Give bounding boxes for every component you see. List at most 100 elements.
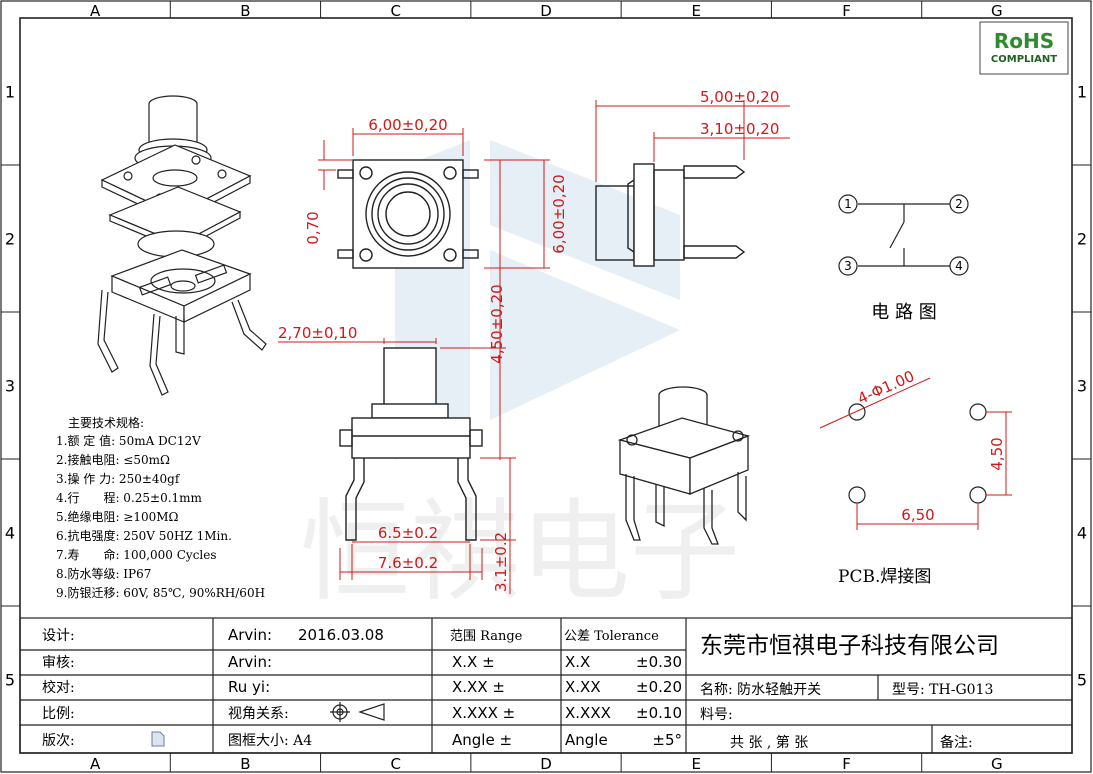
dim-side-body: 3,10±0,20 [700, 120, 779, 138]
title-block-label: 设计: [42, 628, 75, 644]
grid-col-label-bottom: C [390, 755, 400, 773]
material-number: 料号: [700, 707, 733, 723]
design-by: Arvin: [228, 626, 272, 644]
dim-plunger: 2,70±0,10 [278, 324, 357, 342]
range-cell: Angle ± [452, 731, 512, 749]
grid-col-label-top: E [692, 2, 701, 20]
grid-col-label-top: C [390, 2, 400, 20]
dim-top-height: 6,00±0,20 [550, 174, 568, 253]
side-view [595, 163, 746, 267]
grid-col-label-top: B [240, 2, 250, 20]
tolerance-name: X.X [565, 653, 590, 671]
tolerance-value: ±0.20 [636, 678, 682, 696]
pin-1-label: 1 [844, 197, 852, 211]
dim-height: 4,50±0,20 [488, 284, 506, 363]
spec-title: 主要技术规格: [68, 415, 144, 430]
pin-3-label: 3 [844, 259, 852, 273]
title-block-label: 审核: [42, 655, 75, 671]
spec-item: 7.寿 命: 100,000 Cycles [56, 547, 217, 562]
circuit-diagram [838, 194, 969, 276]
title-block [19, 617, 1073, 754]
check-by: Ru yi: [228, 678, 270, 696]
grid-row-label-left: 2 [5, 230, 15, 249]
front-view [339, 347, 483, 541]
dimension-lines [278, 100, 1012, 594]
spec-item: 1.额 定 值: 50mA DC12V [56, 433, 201, 448]
tolerance-name: Angle [565, 731, 608, 749]
rohs-compliant-text: COMPLIANT [991, 54, 1057, 65]
top-view [337, 159, 479, 269]
grid-row-label-right: 5 [1077, 671, 1087, 690]
dim-front-leg: 3.1±0.2 [492, 532, 510, 592]
grid-row-label-right: 3 [1077, 377, 1087, 396]
spec-item: 9.防银迁移: 60V, 85℃, 90%RH/60H [56, 585, 265, 600]
watermark-text: 恒祺电子 [300, 488, 740, 616]
dim-pcb-hole: 4-Φ1.00 [855, 367, 917, 408]
title-block-content: Arvin: 2016.03.08 Arvin: Ru yi: 视角关系: 图框… [228, 626, 999, 751]
range-column: X.X ± X.XX ± X.XXX ± Angle ± [452, 653, 515, 749]
view-label: 视角关系: [228, 706, 289, 722]
rohs-text: RoHS [994, 29, 1054, 53]
range-cell: X.X ± [452, 653, 495, 671]
title-block-labels: 设计: 审核: 校对: 比例: 版次: [42, 628, 75, 749]
grid-row-label-right: 2 [1077, 230, 1087, 249]
tolerance-value: ±5° [652, 731, 682, 749]
range-header: 范围 Range [450, 629, 523, 644]
title-block-label: 校对: [42, 679, 75, 696]
grid-col-label-top: D [540, 2, 552, 20]
spec-list: 主要技术规格: 1.额 定 值: 50mA DC12V 2.接触电阻: ≤50mΩ… [56, 415, 265, 600]
spec-item: 8.防水等级: IP67 [56, 566, 151, 581]
product-model: 型号: TH-G013 [892, 682, 993, 698]
circuit-title: 电 路 图 [871, 302, 936, 323]
design-date: 2016.03.08 [298, 626, 384, 644]
dim-side-total: 5,00±0,20 [700, 88, 779, 106]
spec-item: 6.抗电强度: 250V 50HZ 1Min. [56, 528, 232, 543]
grid-row-label-right: 4 [1077, 524, 1087, 543]
grid-row-label-left: 4 [5, 524, 15, 543]
grid-col-label-top: A [90, 2, 101, 20]
title-block-label: 比例: [42, 706, 75, 722]
grid-col-label-bottom: A [90, 755, 101, 773]
grid-row-label-left: 3 [5, 377, 15, 396]
review-by: Arvin: [228, 653, 272, 671]
projection-symbol-icon [330, 702, 385, 722]
product-name: 名称: 防水轻触开关 [700, 682, 821, 698]
dim-top-edge: 0,70 [304, 211, 322, 244]
rohs-logo: RoHS COMPLIANT [979, 21, 1069, 75]
dim-front-outer: 7.6±0.2 [378, 554, 438, 572]
pin-2-label: 2 [955, 197, 963, 211]
isometric-exploded-view [97, 95, 267, 396]
spec-item: 4.行 程: 0.25±0.1mm [56, 490, 203, 505]
isometric-assembled-view [617, 386, 751, 545]
grid-row-label-left: 1 [5, 83, 15, 102]
dim-front-inner: 6.5±0.2 [378, 524, 438, 542]
tolerance-value: ±0.10 [636, 704, 682, 722]
range-cell: X.XXX ± [452, 704, 515, 722]
spec-item: 5.绝缘电阻: ≥100MΩ [56, 509, 179, 524]
spec-item: 2.接触电阻: ≤50mΩ [56, 452, 170, 467]
grid-col-label-bottom: G [991, 755, 1003, 773]
grid-col-label-top: F [842, 2, 851, 20]
tolerance-name: X.XX [565, 678, 601, 696]
tolerance-name: X.XXX [565, 704, 611, 722]
dim-pcb-height: 4,50 [988, 437, 1006, 470]
grid-col-label-bottom: B [240, 755, 250, 773]
sheet-count: 共 张 , 第 张 [730, 734, 808, 751]
grid-row-label-right: 1 [1077, 83, 1087, 102]
pcb-title: PCB.焊接图 [838, 567, 931, 587]
dim-pcb-width: 6,50 [901, 506, 934, 524]
spec-item: 3.操 作 力: 250±40gf [56, 471, 181, 486]
pin-4-label: 4 [955, 259, 963, 273]
grid-row-label-left: 5 [5, 671, 15, 690]
remark-label: 备注: [940, 734, 973, 751]
title-block-label: 版次: [42, 733, 75, 749]
tolerance-header: 公差 Tolerance [564, 629, 659, 644]
grid-col-label-top: G [991, 2, 1003, 20]
range-cell: X.XX ± [452, 678, 505, 696]
grid-col-label-bottom: F [842, 755, 851, 773]
company-name: 东莞市恒祺电子科技有限公司 [700, 633, 999, 659]
tolerance-value: ±0.30 [636, 653, 682, 671]
